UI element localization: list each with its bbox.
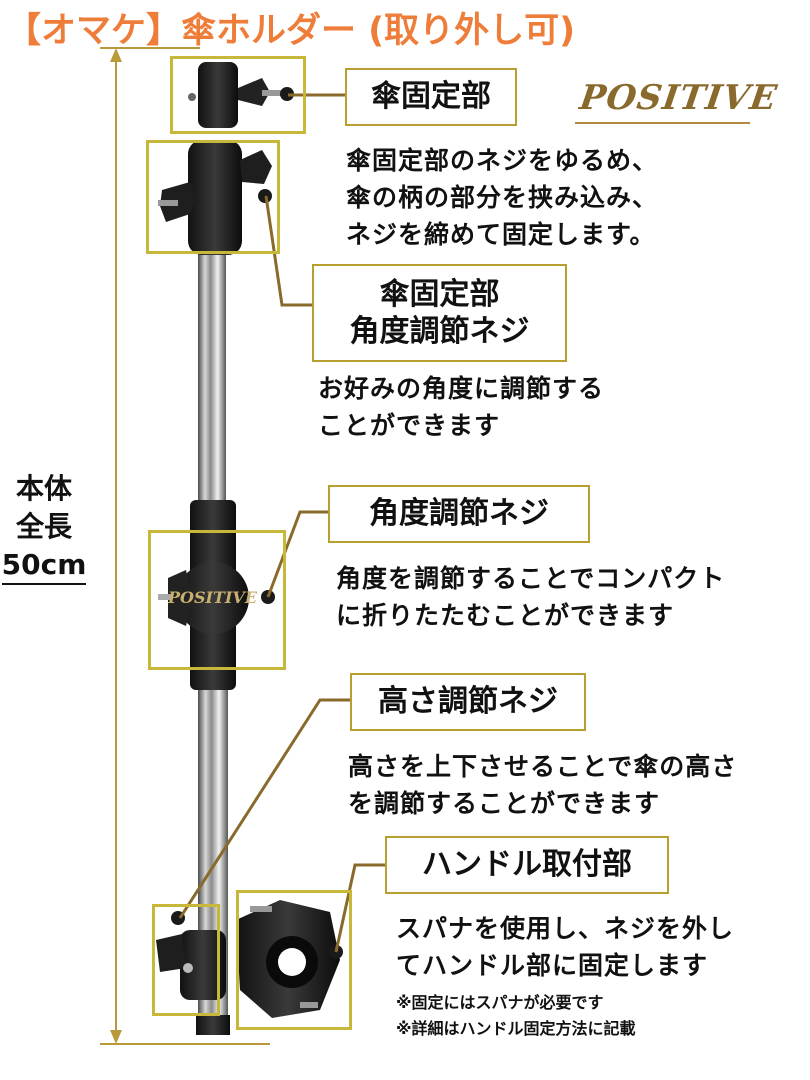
dimension-length: 50cm (1, 548, 87, 585)
label-handle-mount: ハンドル取付部 (385, 836, 669, 894)
desc-line: 傘の柄の部分を挟み込み、 (346, 183, 659, 212)
label-umbrella-clamp-text: 傘固定部 (371, 79, 491, 115)
desc-line: ネジを締めて固定します。 (346, 220, 656, 249)
leader-lines (178, 93, 385, 953)
desc-line: に折りたたむことができます (336, 601, 675, 630)
desc-height-screw: 高さを上下させることで傘の高さ を調節することができます (348, 748, 737, 822)
handle-mount (156, 900, 343, 1018)
frame-handle-mount (236, 890, 352, 1030)
desc-line: 高さを上下させることで傘の高さ (348, 752, 738, 781)
frame-angle-screw (148, 530, 286, 670)
label-umbrella-clamp: 傘固定部 (345, 68, 517, 126)
umbrella-clamp-knob (188, 62, 294, 128)
frame-umbrella-angle-screw (146, 140, 280, 254)
joint-engraving: POSITIVE (168, 588, 258, 607)
brand-underline (575, 122, 750, 124)
dimension-label: 本体 全長 50cm (0, 470, 88, 585)
desc-line: 角度を調節することでコンパクト (336, 564, 726, 593)
label-line: 傘固定部 (379, 276, 500, 312)
note-line: ※固定にはスパナが必要です (396, 993, 604, 1012)
brand-logo: POSITIVE (577, 78, 780, 118)
desc-handle-mount: スパナを使用し、ネジを外し てハンドル部に固定します (396, 910, 734, 984)
dimension-line (100, 47, 270, 1045)
desc-line: を調節することができます (348, 789, 661, 818)
desc-line: 傘固定部のネジをゆるめ、 (346, 146, 659, 175)
label-angle-screw-text: 角度調節ネジ (369, 496, 549, 532)
label-line: 角度調節ネジ (349, 314, 530, 349)
desc-angle-screw: 角度を調節することでコンパクト に折りたたむことができます (336, 560, 725, 634)
label-height-screw-text: 高さ調節ネジ (378, 684, 558, 720)
label-height-screw: 高さ調節ネジ (350, 673, 586, 731)
dimension-line2: 全長 (15, 510, 72, 543)
note-line: ※詳細はハンドル固定方法に記載 (396, 1019, 636, 1038)
frame-umbrella-clamp (170, 56, 306, 134)
label-umbrella-angle-screw: 傘固定部 角度調節ネジ (312, 264, 567, 362)
desc-umbrella-angle-screw: お好みの角度に調節する ことができます (318, 370, 604, 444)
umbrella-clamp-body (158, 140, 272, 255)
page-title: 【オマケ】傘ホルダー (取り外し可) (6, 11, 576, 51)
label-angle-screw: 角度調節ネジ (328, 485, 590, 543)
desc-umbrella-clamp: 傘固定部のネジをゆるめ、 傘の柄の部分を挟み込み、 ネジを締めて固定します。 (346, 142, 658, 253)
angle-joint (158, 500, 275, 690)
dimension-line1: 本体 (15, 472, 72, 505)
desc-line: てハンドル部に固定します (396, 951, 709, 980)
label-handle-mount-text: ハンドル取付部 (422, 847, 632, 883)
desc-line: スパナを使用し、ネジを外し (396, 914, 735, 943)
desc-line: ことができます (318, 411, 501, 440)
frame-height-screw (152, 904, 220, 1016)
notes-handle-mount: ※固定にはスパナが必要です ※詳細はハンドル固定方法に記載 (396, 990, 636, 1042)
desc-line: お好みの角度に調節する (318, 374, 605, 403)
